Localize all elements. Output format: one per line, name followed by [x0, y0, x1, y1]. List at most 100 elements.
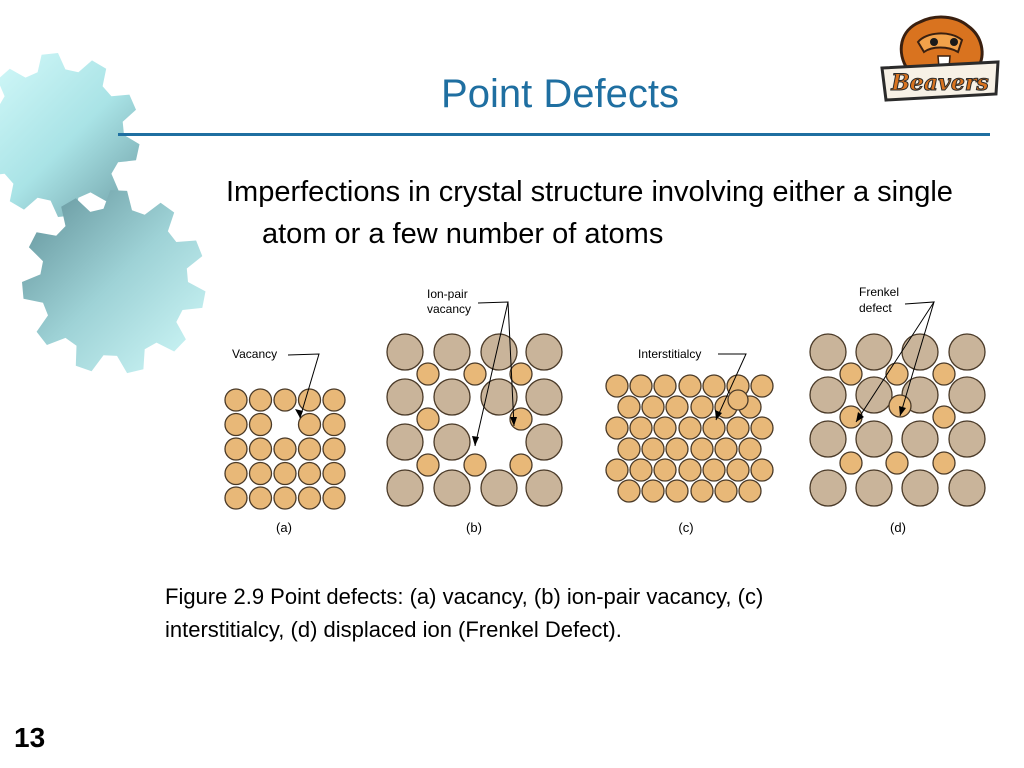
small-atom — [702, 374, 726, 398]
large-ion — [809, 420, 847, 458]
small-atom — [665, 395, 689, 419]
small-atom — [932, 362, 956, 386]
small-atom — [322, 486, 346, 510]
small-atom — [248, 486, 273, 510]
large-ion — [433, 469, 471, 507]
small-atom — [617, 437, 641, 461]
small-atom — [224, 461, 248, 486]
gear-icon — [0, 53, 140, 217]
small-atom — [273, 486, 297, 510]
small-atom — [726, 458, 750, 482]
small-atom — [750, 416, 774, 440]
small-atom — [714, 437, 738, 461]
panel-label-c: (c) — [678, 520, 693, 535]
gear-decoration — [0, 53, 206, 374]
large-ion — [480, 333, 518, 371]
large-ion — [386, 469, 424, 507]
small-atom — [665, 479, 689, 503]
small-atom — [750, 458, 774, 482]
small-atom — [224, 437, 248, 461]
logo-text: Beavers — [890, 70, 989, 96]
small-atom — [932, 405, 956, 429]
small-atom — [224, 388, 248, 412]
small-atom — [509, 362, 533, 386]
large-ion — [525, 469, 563, 507]
small-atom — [641, 479, 665, 503]
panel-label-d: (d) — [890, 520, 906, 535]
large-ion — [901, 469, 939, 507]
small-atom — [727, 389, 749, 411]
annotation-arrowheads — [295, 406, 906, 446]
large-ion — [809, 469, 847, 507]
small-atom — [690, 479, 714, 503]
small-atom — [297, 461, 322, 486]
panel-d — [809, 333, 986, 507]
small-atom — [273, 461, 297, 486]
small-atom — [629, 416, 653, 440]
large-ion — [901, 420, 939, 458]
small-atom — [690, 437, 714, 461]
small-atom — [839, 362, 863, 386]
large-ion — [855, 420, 893, 458]
annotation-interstitialcy: Interstitialcy — [638, 347, 701, 361]
small-atom — [273, 437, 297, 461]
small-atom — [629, 374, 653, 398]
annotation-frenkel-2: defect — [859, 301, 892, 315]
small-atom — [297, 412, 322, 437]
large-ion — [948, 333, 986, 371]
large-ion — [809, 376, 847, 414]
small-atom — [416, 453, 440, 477]
small-atom — [297, 388, 322, 412]
large-ion — [433, 378, 471, 416]
large-ion — [855, 333, 893, 371]
small-atom — [653, 416, 677, 440]
title-divider — [118, 133, 990, 136]
small-atom — [726, 416, 750, 440]
small-atom — [322, 388, 346, 412]
small-atom — [932, 451, 956, 475]
large-ion — [948, 420, 986, 458]
large-ion — [433, 423, 471, 461]
large-ion — [525, 423, 563, 461]
caption-line-1: Figure 2.9 Point defects: (a) vacancy, (… — [165, 584, 764, 609]
gear-icon — [22, 190, 206, 374]
small-atom — [248, 388, 273, 412]
small-atom — [463, 453, 487, 477]
small-atom — [463, 362, 487, 386]
large-ion — [525, 333, 563, 371]
small-atom — [273, 388, 297, 412]
large-ion — [386, 378, 424, 416]
large-ion — [433, 333, 471, 371]
small-atom — [509, 453, 533, 477]
annotation-leaders — [287, 301, 935, 447]
small-atom — [322, 412, 346, 437]
large-ion — [855, 469, 893, 507]
slide-number: 13 — [14, 722, 46, 753]
point-defects-figure: Vacancy Ion-pair vacancy Interstitialcy … — [224, 285, 986, 535]
small-atom — [322, 437, 346, 461]
small-atom — [224, 412, 248, 437]
panel-c — [605, 374, 774, 503]
small-atom — [297, 486, 322, 510]
small-atom — [653, 374, 677, 398]
small-atom — [224, 486, 248, 510]
small-atom — [605, 374, 629, 398]
small-atom — [678, 458, 702, 482]
large-ion — [948, 376, 986, 414]
small-atom — [248, 437, 273, 461]
large-ion — [480, 469, 518, 507]
annotation-ion-pair-2: vacancy — [427, 302, 471, 316]
annotation-frenkel: Frenkel — [859, 285, 899, 299]
panel-label-a: (a) — [276, 520, 292, 535]
small-atom — [885, 362, 909, 386]
bullet-text: Imperfections in crystal structure invol… — [226, 176, 953, 250]
small-atom — [653, 458, 677, 482]
small-atom — [678, 416, 702, 440]
panel-b — [386, 333, 563, 507]
small-atom — [416, 407, 440, 431]
annotation-ion-pair: Ion-pair — [427, 287, 468, 301]
small-atom — [839, 451, 863, 475]
small-atom — [690, 395, 714, 419]
large-ion — [480, 378, 518, 416]
large-ion — [948, 469, 986, 507]
